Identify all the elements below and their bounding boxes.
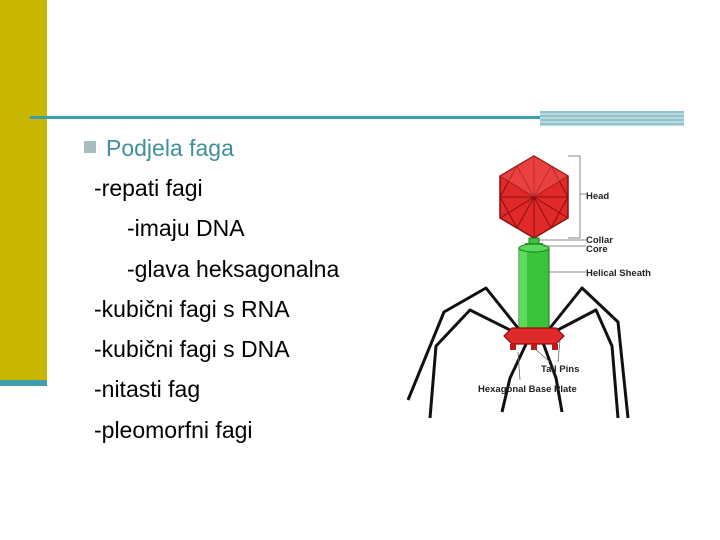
- helical-sheath: [518, 243, 550, 329]
- list-item: -repati fagi: [94, 175, 203, 201]
- label-base-plate: Hexagonal Base Plate: [478, 384, 577, 395]
- label-head: Head: [586, 191, 609, 202]
- title-rule-accent: [540, 111, 684, 126]
- heading-podjela-faga: Podjela faga: [106, 135, 234, 161]
- bacteriophage-diagram: Head Collar Core Helical Sheath Tail Pin…: [400, 150, 680, 430]
- hexagonal-base-plate: [503, 327, 565, 350]
- label-collar: Collar: [586, 235, 613, 246]
- bacteriophage-svg: Head Collar Core Helical Sheath Tail Pin…: [406, 155, 651, 419]
- list-item: -kubični fagi s DNA: [94, 336, 290, 362]
- label-helical-sheath: Helical Sheath: [586, 268, 651, 279]
- list-item: -imaju DNA: [127, 215, 245, 241]
- accent-bar-edge: [0, 380, 47, 386]
- title-rule: [30, 116, 540, 119]
- label-tail-pins: Tail Pins: [541, 364, 579, 375]
- list-item: -glava heksagonalna: [127, 256, 340, 282]
- list-item: -pleomorfni fagi: [94, 417, 253, 443]
- leader-lines: [517, 155, 586, 381]
- tail-fibers: [406, 286, 630, 419]
- accent-bar: [0, 0, 47, 386]
- label-core: Core: [586, 244, 608, 255]
- capsid-head: [499, 155, 569, 239]
- list-item: -kubični fagi s RNA: [94, 296, 290, 322]
- list-item: -nitasti fag: [94, 376, 201, 402]
- content-list: Podjela faga -repati fagi -imaju DNA -gl…: [84, 135, 340, 443]
- square-bullet-icon: [84, 141, 96, 153]
